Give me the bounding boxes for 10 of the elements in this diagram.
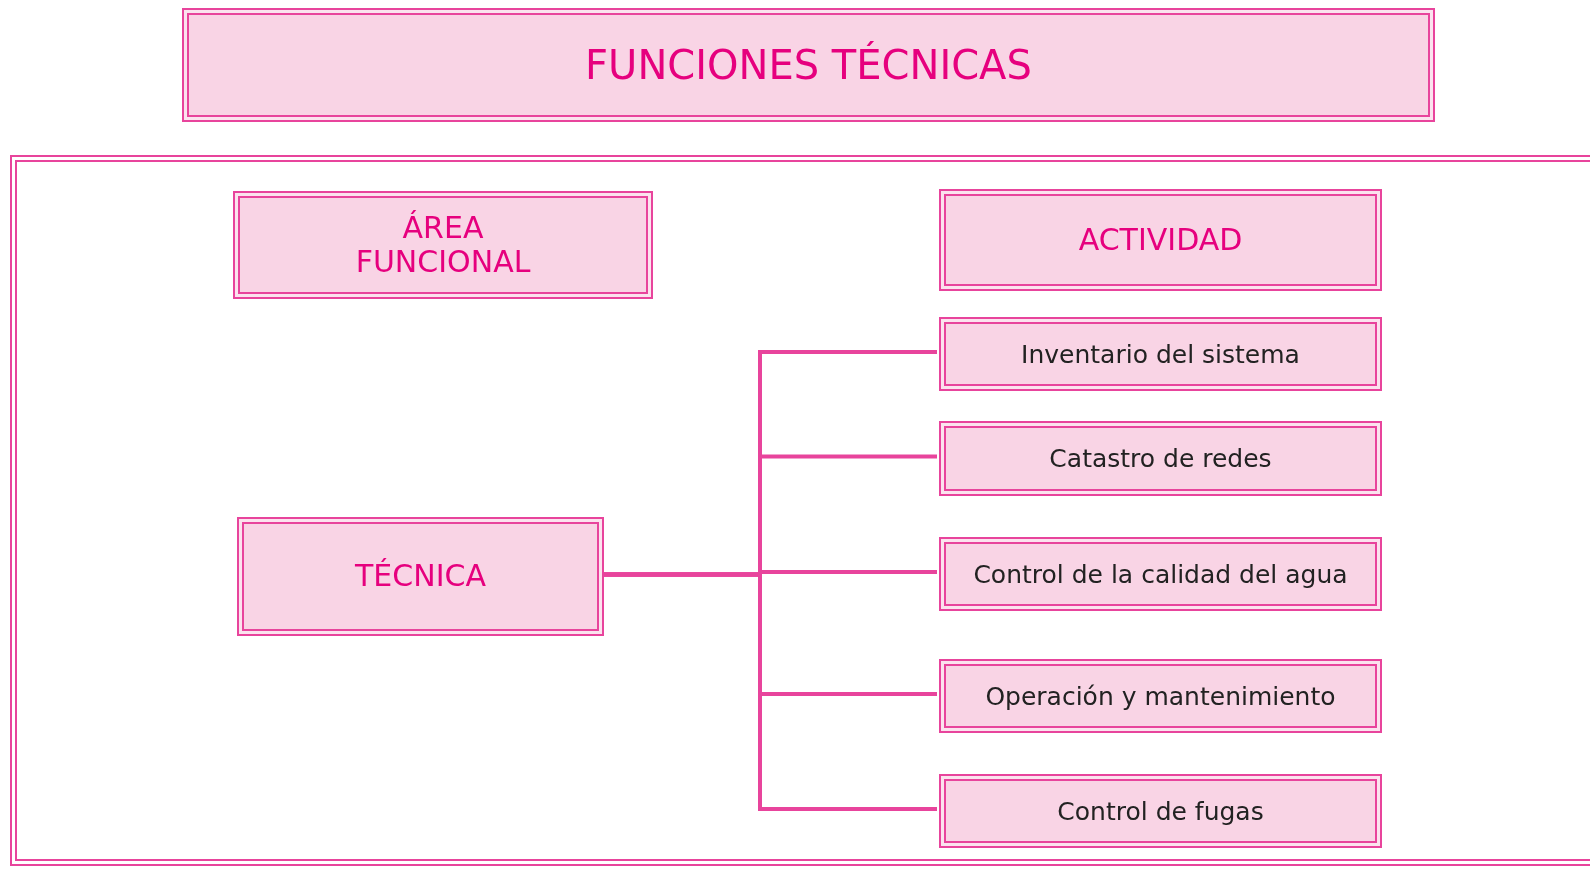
activity-box: Inventario del sistema	[939, 317, 1382, 391]
activity-box: Control de fugas	[939, 774, 1382, 848]
activity-box: Control de la calidad del agua	[939, 537, 1382, 611]
header-box: ACTIVIDAD	[939, 189, 1382, 291]
activity-box: Operación y mantenimiento	[939, 659, 1382, 733]
header-box: ÁREA FUNCIONAL	[233, 191, 653, 299]
activity-box: Catastro de redes	[939, 421, 1382, 496]
title-banner: FUNCIONES TÉCNICAS	[182, 8, 1435, 122]
header-box: TÉCNICA	[237, 517, 604, 636]
frame-box	[10, 155, 1590, 866]
